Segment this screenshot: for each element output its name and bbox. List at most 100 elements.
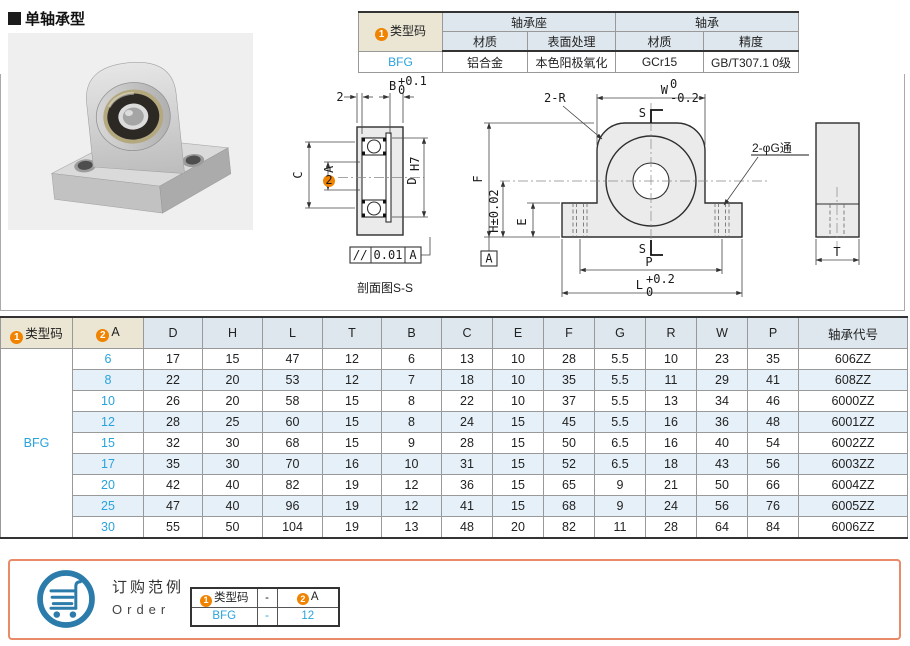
cell-e: 15: [492, 474, 544, 496]
cell-w: 34: [696, 390, 748, 412]
cell-c: 48: [441, 516, 493, 539]
side-view: T: [815, 122, 860, 265]
cell-bearing-code: 6004ZZ: [798, 474, 908, 496]
cell-t: 19: [322, 495, 382, 517]
title-bullet-icon: [8, 12, 21, 25]
technical-drawing: 2 B +0.1 0 C 2 A D H7 // 0.01 A: [291, 75, 860, 299]
order-header-type-code-label: 类型码: [214, 592, 249, 604]
order-title-en: Order: [112, 602, 171, 617]
cell-d: 28: [143, 411, 203, 433]
cell-h: 30: [202, 453, 263, 475]
cell-e: 10: [492, 390, 544, 412]
spec-subheader-row: 材质 表面处理 材质 精度: [359, 31, 800, 52]
cell-p: 35: [747, 348, 799, 370]
cell-bearing-code: 6000ZZ: [798, 390, 908, 412]
cell-p: 76: [747, 495, 799, 517]
cell-l: 104: [262, 516, 323, 539]
cell-f: 45: [543, 411, 595, 433]
cell-bearing-code: 6001ZZ: [798, 411, 908, 433]
cell-t: 16: [322, 453, 382, 475]
spec-value-row: BFG 铝合金 本色阳极氧化 GCr15 GB/T307.1 0级: [358, 50, 800, 73]
cart-icon: [37, 570, 95, 628]
header-e: E: [492, 316, 544, 349]
cell-a: 15: [72, 432, 144, 454]
dim-a-badge: 2: [325, 173, 332, 187]
cell-g: 5.5: [594, 390, 646, 412]
cell-l: 58: [262, 390, 323, 412]
cell-b: 9: [381, 432, 442, 454]
cell-w: 36: [696, 411, 748, 433]
cell-r: 13: [645, 390, 697, 412]
cell-b: 13: [381, 516, 442, 539]
cell-a: 12: [72, 411, 144, 433]
pillow-block-photo: [50, 62, 232, 214]
dim-f-label: F: [471, 175, 485, 182]
cell-p: 46: [747, 390, 799, 412]
spec-surface-value: 本色阳极氧化: [526, 50, 617, 73]
cell-t: 19: [322, 516, 382, 539]
dim-p-label: P: [645, 255, 652, 269]
circled-1-badge: 1: [10, 330, 24, 344]
cell-r: 18: [645, 453, 697, 475]
cell-e: 15: [492, 432, 544, 454]
cell-w: 43: [696, 453, 748, 475]
dim-d-label: D: [405, 177, 419, 184]
dim-b-label: B: [389, 79, 396, 93]
cell-g: 5.5: [594, 411, 646, 433]
cell-c: 24: [441, 411, 493, 433]
cell-w: 50: [696, 474, 748, 496]
cell-a: 8: [72, 369, 144, 391]
cell-e: 15: [492, 453, 544, 475]
cell-a: 25: [72, 495, 144, 517]
cell-d: 55: [143, 516, 203, 539]
fcf-datum-ref: A: [409, 248, 417, 262]
dim-2-label: 2: [336, 90, 343, 104]
fcf-tolerance-value: 0.01: [374, 248, 403, 262]
cell-g: 5.5: [594, 369, 646, 391]
cell-p: 84: [747, 516, 799, 539]
cell-w: 56: [696, 495, 748, 517]
spec-type-code-label: 类型码: [389, 24, 426, 39]
cell-r: 11: [645, 369, 697, 391]
header-h: H: [202, 316, 263, 349]
cell-h: 20: [202, 390, 263, 412]
cell-r: 24: [645, 495, 697, 517]
cell-b: 12: [381, 495, 442, 517]
spec-precision-value: GB/T307.1 0级: [703, 50, 800, 73]
cell-a: 10: [72, 390, 144, 412]
cell-p: 54: [747, 432, 799, 454]
cell-b: 7: [381, 369, 442, 391]
header-f: F: [543, 316, 595, 349]
order-header-separator: -: [256, 587, 278, 608]
circled-2-badge: 2: [296, 593, 309, 605]
cell-f: 68: [543, 495, 595, 517]
cell-w: 23: [696, 348, 748, 370]
circled-1-badge: 1: [374, 28, 388, 42]
spec-code-value: BFG: [358, 50, 443, 73]
cell-c: 13: [441, 348, 493, 370]
spec-header-bearing-material: 材质: [615, 31, 705, 52]
cell-h: 20: [202, 369, 263, 391]
cell-t: 15: [322, 411, 382, 433]
spec-header-surface: 表面处理: [526, 31, 617, 52]
cell-c: 36: [441, 474, 493, 496]
cell-b: 12: [381, 474, 442, 496]
cell-f: 35: [543, 369, 595, 391]
cell-d: 17: [143, 348, 203, 370]
cell-l: 53: [262, 369, 323, 391]
dim-e-label: E: [515, 218, 529, 225]
cell-w: 29: [696, 369, 748, 391]
spec-group-bearing: 轴承: [615, 11, 800, 32]
cell-l: 47: [262, 348, 323, 370]
corner-radius-label: 2-R: [544, 91, 566, 105]
